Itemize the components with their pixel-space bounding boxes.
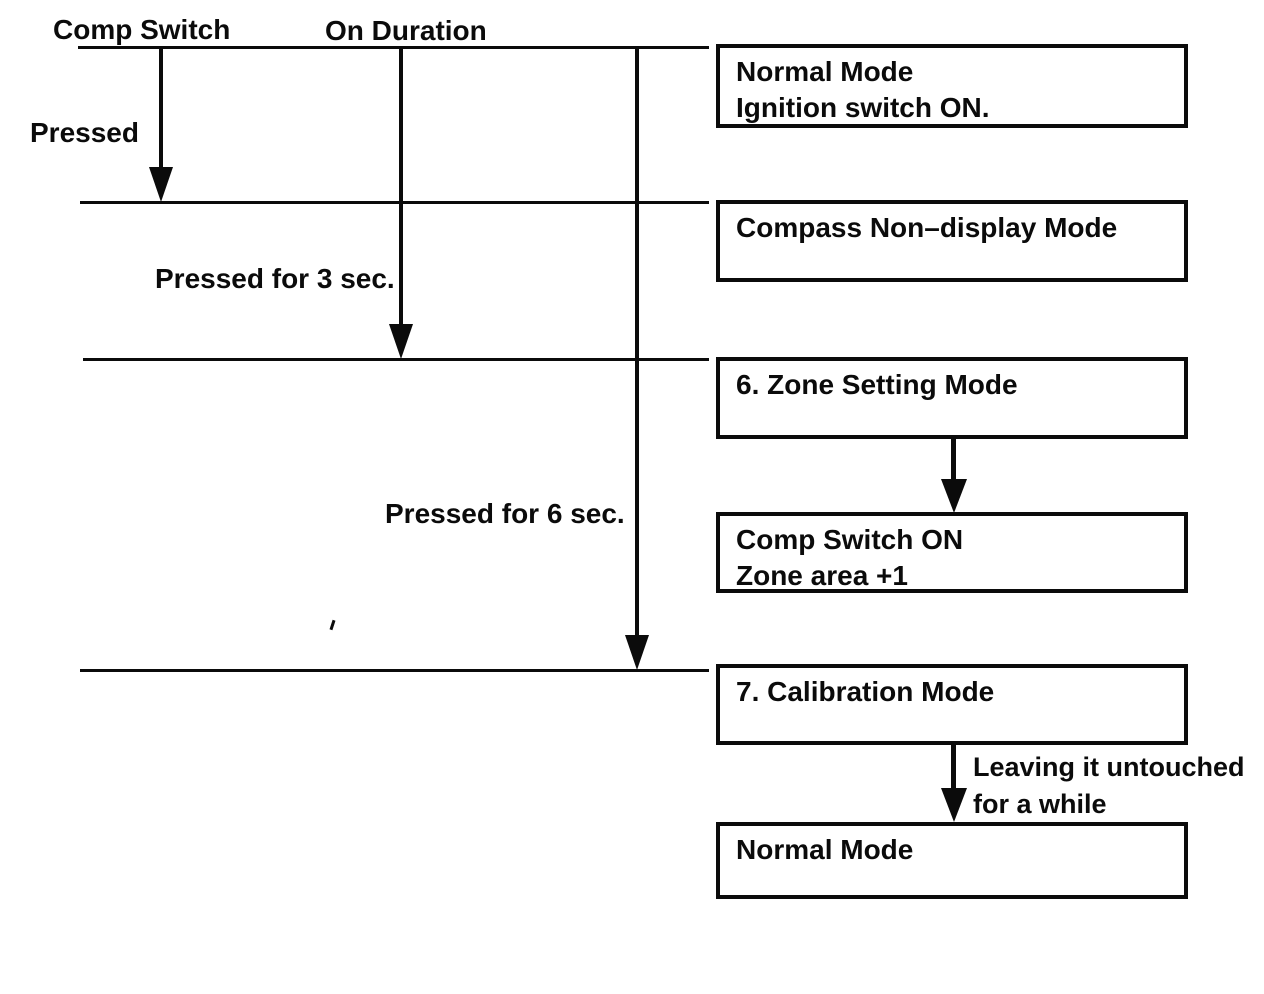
pressed-6sec-arrow-head-icon [625, 635, 649, 670]
timeline-rule-4 [80, 669, 709, 672]
pressed-arrow-stem [159, 48, 163, 170]
normal-mode-top-line2: Ignition switch ON. [736, 92, 990, 123]
compass-nondisplay-line1: Compass Non–display Mode [736, 212, 1118, 243]
zone-setting-line1: 6. Zone Setting Mode [736, 369, 1018, 400]
timeline-rule-2 [80, 201, 709, 204]
pressed-3sec-arrow-stem [399, 48, 403, 327]
calibration-arrow-stem [951, 745, 956, 790]
normal-mode-top-box: Normal Mode Ignition switch ON. [716, 44, 1188, 128]
pressed-arrow-head-icon [149, 167, 173, 202]
compass-nondisplay-mode-box: Compass Non–display Mode [716, 200, 1188, 282]
normal-mode-top-line1: Normal Mode [736, 56, 914, 87]
comp-switch-on-line1: Comp Switch ON [736, 524, 964, 555]
timeline-rule-3 [83, 358, 709, 361]
comp-switch-on-box: Comp Switch ON Zone area +1 [716, 512, 1188, 593]
comp-switch-on-line2: Zone area +1 [736, 560, 908, 591]
pressed-3sec-label: Pressed for 3 sec. [155, 263, 395, 294]
pressed-6sec-label: Pressed for 6 sec. [385, 498, 625, 529]
pressed-6sec-arrow-stem [635, 48, 639, 638]
normal-mode-bottom-line1: Normal Mode [736, 834, 914, 865]
pressed-label: Pressed [30, 117, 139, 148]
zone-arrow-stem [951, 439, 956, 483]
calibration-line1: 7. Calibration Mode [736, 676, 995, 707]
zone-setting-mode-box: 6. Zone Setting Mode [716, 357, 1188, 439]
stray-scan-mark [329, 619, 336, 631]
calibration-mode-box: 7. Calibration Mode [716, 664, 1188, 745]
calibration-arrow-head-icon [941, 788, 967, 822]
timeline-rule-1 [78, 46, 709, 49]
zone-arrow-head-icon [941, 479, 967, 513]
comp-switch-header: Comp Switch [53, 14, 231, 45]
pressed-3sec-arrow-head-icon [389, 324, 413, 359]
leaving-untouched-label-line1: Leaving it untouched [973, 752, 1245, 782]
normal-mode-bottom-box: Normal Mode [716, 822, 1188, 899]
leaving-untouched-label-line2: for a while [973, 789, 1107, 819]
on-duration-header: On Duration [325, 15, 487, 46]
